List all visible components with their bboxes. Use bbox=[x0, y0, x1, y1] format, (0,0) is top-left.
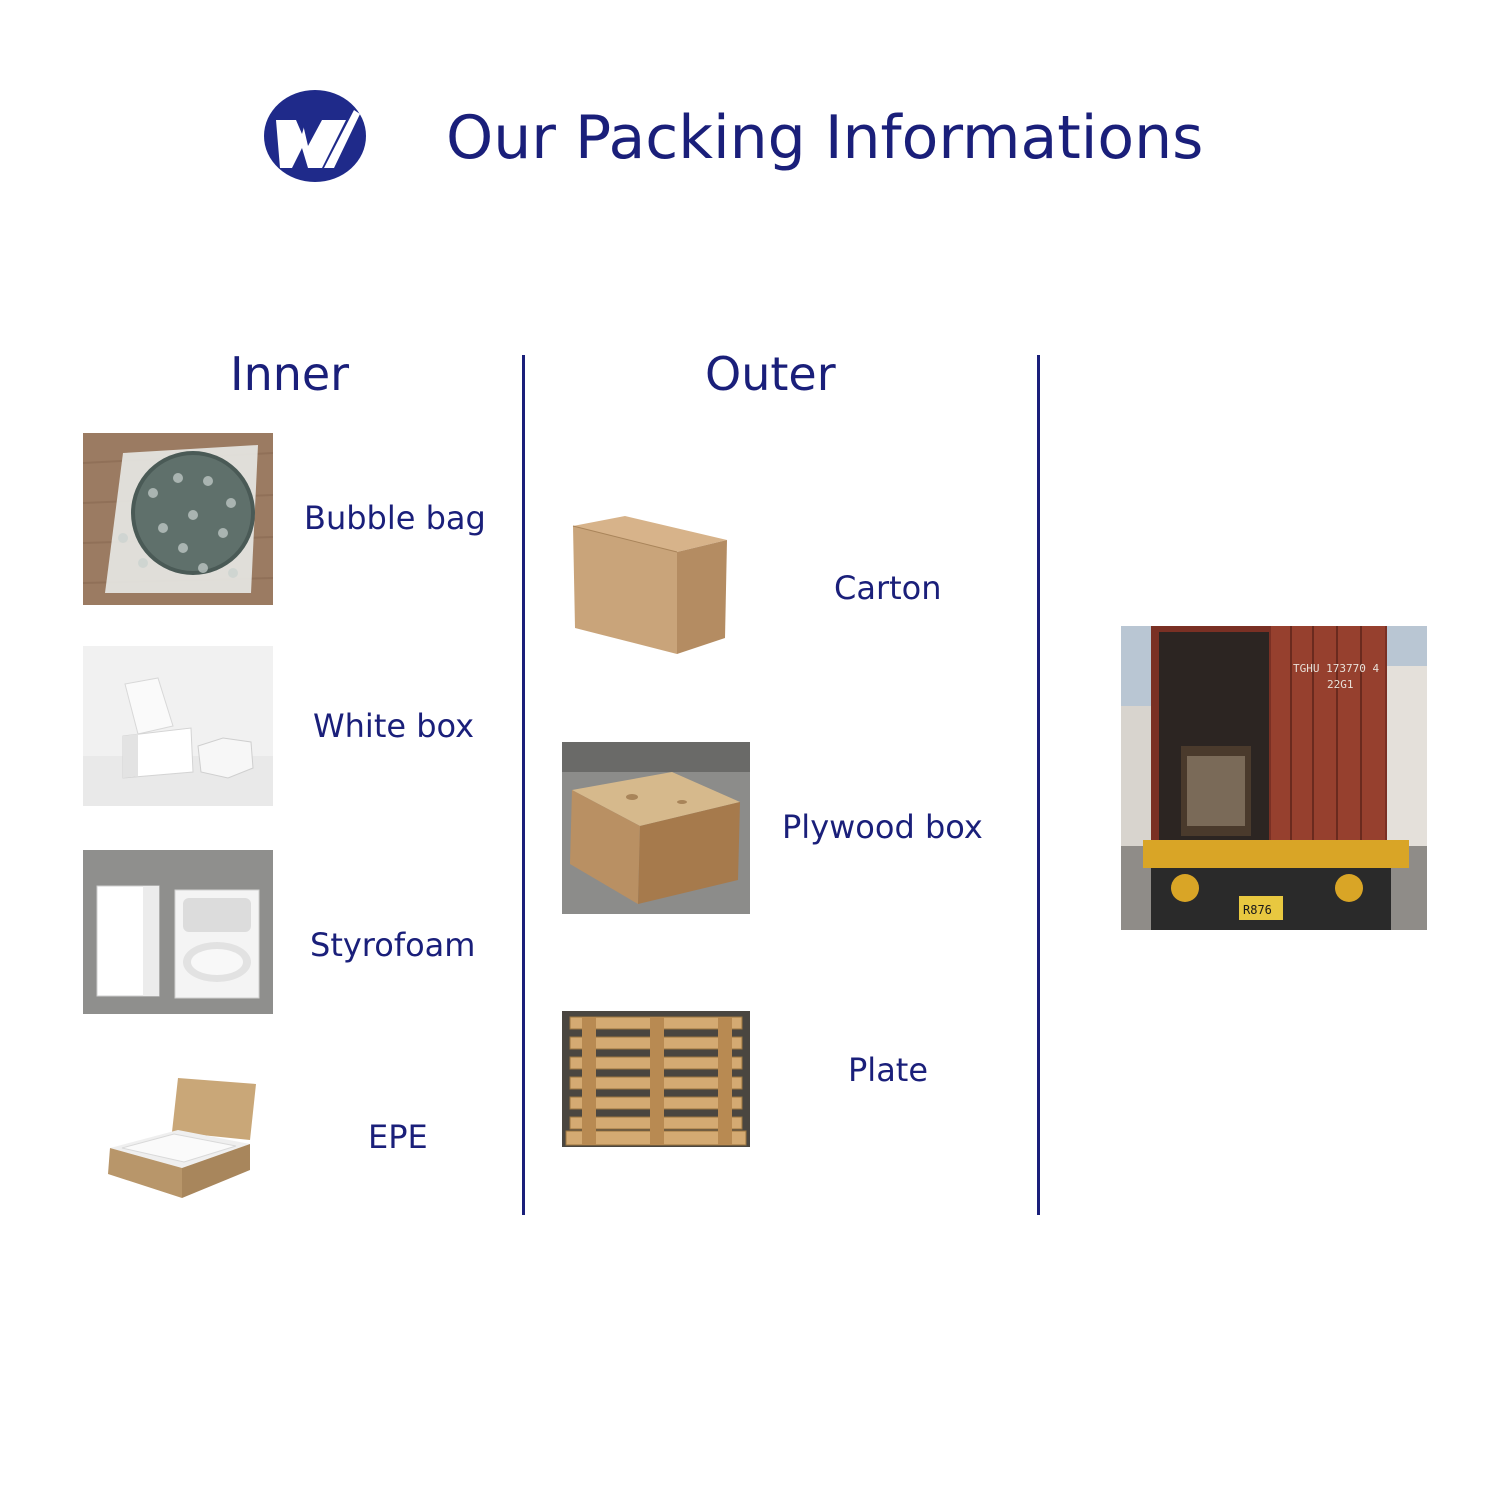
bubble-bag-photo bbox=[83, 433, 273, 605]
label-plywood-box: Plywood box bbox=[782, 808, 983, 846]
pallet-photo bbox=[562, 1011, 750, 1147]
container-number: TGHU 173770 4 bbox=[1293, 662, 1379, 675]
plate-number: R876 bbox=[1243, 903, 1272, 917]
label-bubble-bag: Bubble bag bbox=[304, 499, 486, 537]
white-box-photo bbox=[83, 646, 273, 806]
plywood-box-photo bbox=[562, 742, 750, 914]
label-plate: Plate bbox=[848, 1051, 929, 1089]
container-type-code: 22G1 bbox=[1327, 678, 1354, 691]
label-epe: EPE bbox=[368, 1118, 428, 1156]
page-title: Our Packing Informations bbox=[446, 103, 1204, 173]
column-divider-right bbox=[1037, 355, 1040, 1215]
styrofoam-photo bbox=[83, 850, 273, 1014]
outer-heading: Outer bbox=[705, 347, 836, 401]
epe-photo bbox=[100, 1070, 260, 1210]
label-white-box: White box bbox=[313, 707, 475, 745]
inner-heading: Inner bbox=[230, 347, 350, 401]
label-styrofoam: Styrofoam bbox=[310, 926, 476, 964]
carton-photo bbox=[565, 510, 735, 660]
company-logo bbox=[262, 88, 368, 184]
label-carton: Carton bbox=[834, 569, 942, 607]
container-truck-photo: TGHU 173770 4 22G1 R876 bbox=[1121, 626, 1427, 930]
column-divider-left bbox=[522, 355, 525, 1215]
